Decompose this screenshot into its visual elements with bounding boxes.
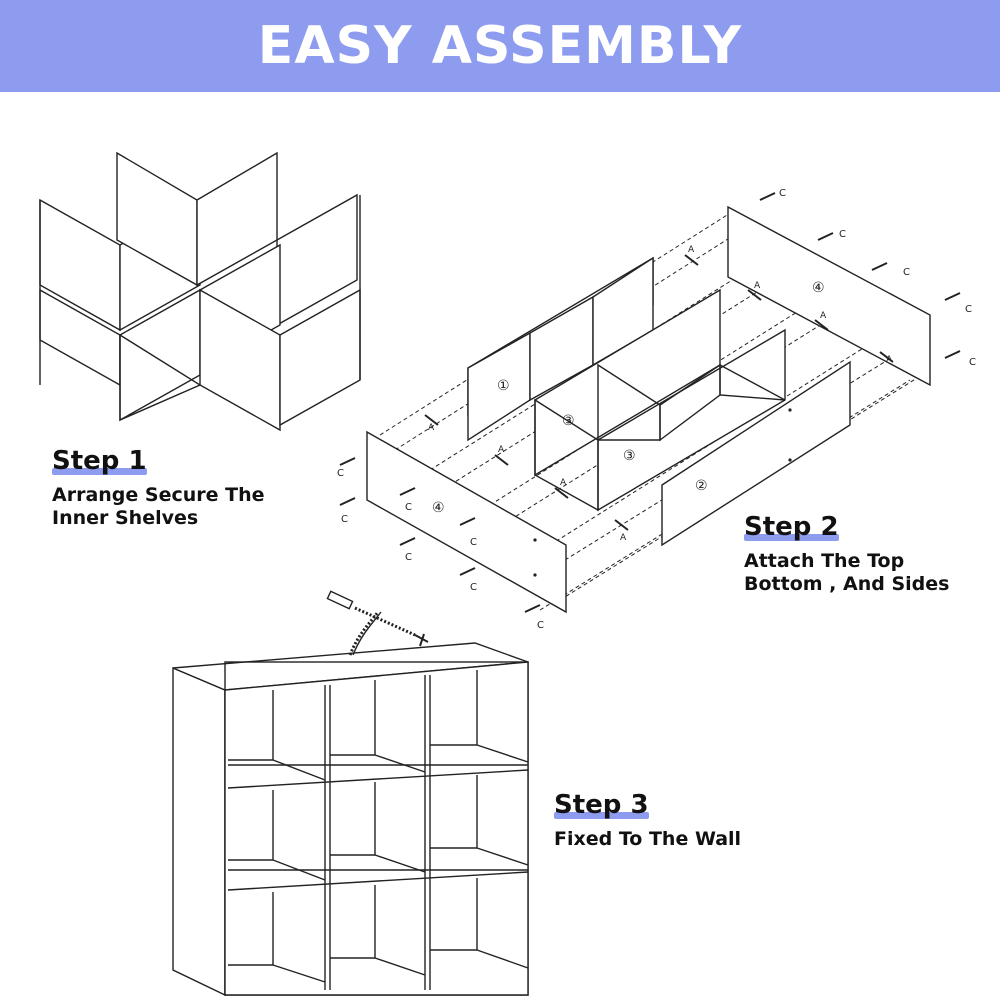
- part-label-3b: ③: [623, 448, 636, 464]
- label-a: A: [620, 533, 627, 543]
- label-c: C: [537, 620, 544, 631]
- step-3: Step 3 Fixed To The Wall: [554, 790, 741, 851]
- part-label-3: ③: [562, 413, 575, 429]
- label-c: C: [903, 267, 910, 278]
- part-label-4b: ④: [812, 280, 825, 296]
- label-c: C: [341, 514, 348, 525]
- label-a: A: [886, 355, 893, 365]
- exploded-assembly-illustration: ① ③ ③ ② ④ ④ C C C C C C C C C C C C A A …: [337, 188, 976, 631]
- step-2: Step 2 Attach The Top Bottom , And Sides: [744, 512, 949, 596]
- label-c: C: [470, 582, 477, 593]
- label-a: A: [688, 245, 695, 255]
- part-label-2: ②: [695, 478, 708, 494]
- label-c: C: [405, 502, 412, 513]
- part-label-1: ①: [497, 378, 510, 394]
- label-a: A: [820, 311, 827, 321]
- page-title: EASY ASSEMBLY: [257, 16, 743, 76]
- label-a: A: [428, 423, 435, 433]
- step-3-description: Fixed To The Wall: [554, 828, 742, 850]
- step-3-title: Step 3: [554, 790, 649, 820]
- step-1-title-text: Step 1: [52, 446, 147, 476]
- inner-shelves-illustration: [39, 151, 361, 432]
- label-c: C: [470, 537, 477, 548]
- part-label-4: ④: [432, 500, 445, 516]
- step-3-title-text: Step 3: [554, 790, 649, 820]
- label-a: A: [560, 478, 567, 488]
- step-1-title: Step 1: [52, 446, 147, 476]
- label-c: C: [965, 304, 972, 315]
- label-a: A: [498, 445, 505, 455]
- label-c: C: [839, 229, 846, 240]
- label-a: A: [754, 281, 761, 291]
- assembled-shelf-illustration: [172, 590, 529, 997]
- header-banner: EASY ASSEMBLY: [0, 0, 1000, 92]
- step-2-title-text: Step 2: [744, 512, 839, 542]
- step-1-description: Arrange Secure The Inner Shelves: [52, 484, 265, 529]
- label-c: C: [969, 357, 976, 368]
- label-c: C: [337, 468, 344, 479]
- label-c: C: [779, 188, 786, 199]
- label-c: C: [405, 552, 412, 563]
- step-2-description: Attach The Top Bottom , And Sides: [744, 550, 950, 595]
- step-1: Step 1 Arrange Secure The Inner Shelves: [52, 446, 265, 530]
- step-2-title: Step 2: [744, 512, 839, 542]
